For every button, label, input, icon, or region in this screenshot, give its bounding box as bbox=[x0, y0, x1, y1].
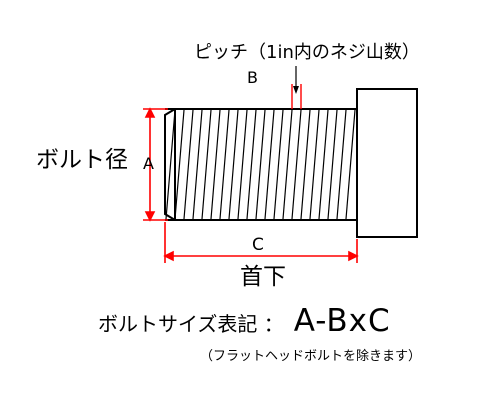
dimension-c bbox=[163, 222, 359, 263]
label-b: B bbox=[247, 68, 258, 87]
thread-line bbox=[192, 109, 203, 220]
thread-line bbox=[165, 109, 176, 220]
thread-line bbox=[327, 109, 338, 220]
thread-line bbox=[345, 109, 356, 220]
thread-line bbox=[309, 109, 320, 220]
notation-label: ボルトサイズ表記 ： bbox=[98, 312, 284, 336]
thread-line bbox=[264, 109, 275, 220]
thread-line bbox=[282, 109, 293, 220]
thread-line bbox=[201, 109, 212, 220]
thread-line bbox=[291, 109, 302, 220]
bolt-shank bbox=[164, 108, 357, 221]
thread-line bbox=[183, 109, 194, 220]
exclusion-note: （フラットヘッドボルトを除きます） bbox=[200, 349, 422, 364]
thread-line bbox=[174, 109, 185, 220]
thread-line bbox=[318, 109, 329, 220]
thread-line bbox=[237, 109, 248, 220]
bolt-head bbox=[356, 88, 418, 238]
thread-line bbox=[336, 109, 347, 220]
thread-line bbox=[273, 109, 284, 220]
thread-line bbox=[246, 109, 257, 220]
under-head-label: 首下 bbox=[240, 264, 286, 290]
dimension-a bbox=[143, 107, 168, 222]
label-a: A bbox=[143, 154, 154, 173]
notation-value: A-BxC bbox=[293, 303, 391, 339]
pitch-label: ピッチ（1in内のネジ山数） bbox=[194, 42, 420, 63]
thread-line bbox=[219, 109, 230, 220]
thread-line bbox=[255, 109, 266, 220]
diameter-label: ボルト径 bbox=[36, 147, 128, 173]
thread-line bbox=[300, 109, 311, 220]
thread-line bbox=[210, 109, 221, 220]
pitch-marker bbox=[291, 66, 302, 109]
thread-line bbox=[228, 109, 239, 220]
size-notation: ボルトサイズ表記 ： A-BxC bbox=[98, 306, 391, 337]
label-c: C bbox=[252, 235, 264, 255]
thread-lines bbox=[165, 109, 356, 220]
